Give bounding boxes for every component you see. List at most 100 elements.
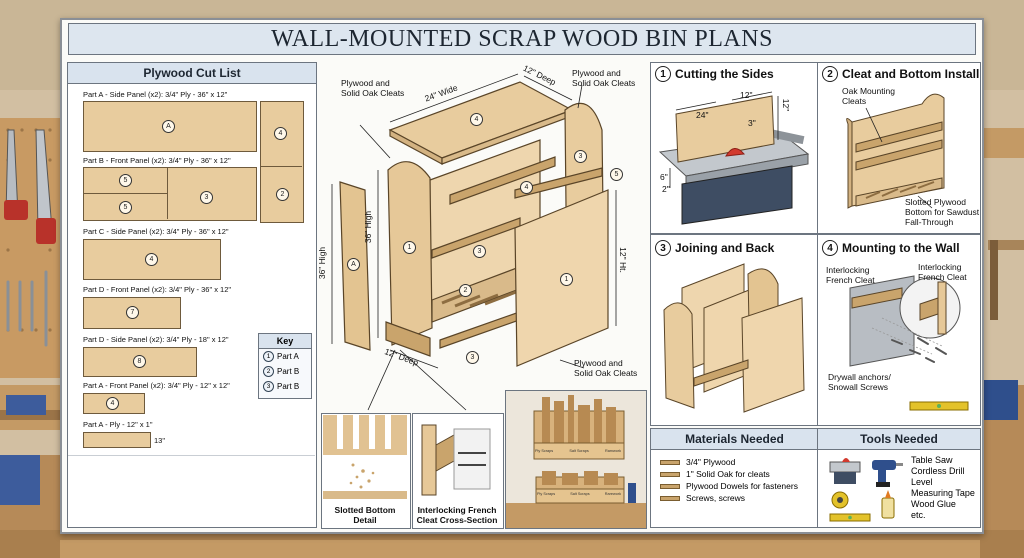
cut-part-dimension: 13" (154, 436, 166, 445)
table-saw-illustration (658, 91, 810, 225)
materials-panel: Materials Needed (650, 428, 819, 528)
key-number: 1 (263, 351, 274, 362)
exploded-mark: 1 (560, 273, 573, 286)
exploded-mark: 3 (574, 150, 587, 163)
step1-dimension: 2" (662, 184, 670, 194)
cut-part-mark: 8 (133, 355, 146, 368)
joining-back-illustration (663, 263, 805, 413)
oak-cleat (439, 309, 526, 349)
exploded-label-top-left: Plywood and Solid Oak Cleats (341, 78, 405, 98)
cut-side-board (260, 101, 304, 223)
step1-dimension: 12" (740, 90, 753, 100)
material-swatch (660, 495, 680, 501)
exploded-mark: A (347, 258, 360, 271)
materials-title: Materials Needed (685, 432, 784, 446)
cleat-bottom-illustration (846, 93, 945, 209)
material-item: 1" Solid Oak for cleats (660, 469, 770, 479)
cut-part-mark: 5 (119, 174, 132, 187)
bin-label-strip: Ply Scraps Salt Scraps Rarework (537, 492, 621, 496)
cut-side-mark: 2 (276, 188, 289, 201)
step1-dimension: 12" (781, 98, 792, 112)
exploded-mark: 4 (470, 113, 483, 126)
material-label: Plywood Dowels for fasteners (686, 481, 798, 491)
bin-label: Ply Scraps (535, 449, 554, 453)
step-number: 1 (655, 66, 671, 82)
exploded-label-top-right: Plywood and Solid Oak Cleats (572, 68, 636, 88)
cut-part-mark: A (162, 120, 175, 133)
tool-item: Table Saw (911, 455, 953, 465)
step-number: 4 (822, 240, 838, 256)
exploded-mark: 3 (473, 245, 486, 258)
cut-part-mark: 4 (145, 253, 158, 266)
material-label: 1" Solid Oak for cleats (686, 469, 770, 479)
bin-label: Salt Scraps (570, 492, 590, 496)
cut-list-divider (68, 455, 315, 456)
step2-note-bottom: Slotted Plywood Bottom for Sawdust Fall-… (905, 197, 980, 227)
material-item: 3/4" Plywood (660, 457, 735, 467)
cut-part-mark: 5 (119, 201, 132, 214)
cut-part-label: Part D - Side Panel (x2): 3/4" Ply - 18"… (83, 335, 229, 344)
step1-dimension: 6" (660, 172, 668, 182)
step-number: 2 (822, 66, 838, 82)
exploded-label-bottom-right: Plywood and Solid Oak Cleats (574, 358, 638, 378)
bin-label-strip: Ply Scraps Salt Scraps Ramwork (535, 449, 621, 453)
cut-part-label: Part B - Front Panel (x2): 3/4" Ply - 36… (83, 156, 231, 165)
cut-list-header: Plywood Cut List (68, 63, 316, 84)
material-item: Screws, screws (660, 493, 745, 503)
exploded-mark: 5 (610, 168, 623, 181)
tool-item: Level (911, 477, 933, 487)
key-label: Part A (277, 352, 299, 361)
cut-part-mark: 7 (126, 306, 139, 319)
step-title: Cleat and Bottom Install (842, 67, 980, 81)
finished-bin-illustration (506, 391, 646, 528)
slotted-bottom-illustration (323, 415, 407, 499)
tools-list: Table Saw Cordless Drill Level Measuring… (911, 455, 975, 521)
tool-item: Cordless Drill (911, 466, 965, 476)
materials-header: Materials Needed (651, 429, 818, 450)
oak-cleat (514, 167, 603, 199)
step-title: Joining and Back (675, 241, 775, 255)
french-detail-caption: Interlocking French Cleat Cross-Section (416, 505, 498, 525)
step-heading-2: 2 Cleat and Bottom Install (822, 66, 979, 82)
dimension-ht-right: 12" Ht. (617, 247, 628, 273)
cut-side-mark: 4 (274, 127, 287, 140)
key-number: 3 (263, 381, 274, 392)
mounting-illustration (849, 275, 969, 411)
cut-part-mark: 4 (106, 397, 119, 410)
exploded-mark: 1 (403, 241, 416, 254)
material-label: 3/4" Plywood (686, 457, 736, 467)
tool-item: Measuring Tape (911, 488, 975, 498)
cut-part-board (83, 167, 257, 221)
step4-note-anchors: Drywall anchors/ Snowall Screws (828, 372, 891, 392)
table-saw-icon (829, 458, 861, 484)
material-label: Screws, screws (686, 493, 746, 503)
level-icon (829, 513, 871, 522)
step2-note-cleats: Oak Mounting Cleats (842, 86, 895, 106)
cut-part-divider (83, 193, 167, 194)
step4-note-cleat-left: Interlocking French Cleat (826, 265, 875, 285)
cut-part-label: Part A - Side Panel (x2): 3/4" Ply - 36"… (83, 90, 228, 99)
cut-part-label: Part A - Ply - 12" x 1" (83, 420, 153, 429)
slotted-detail-caption: Slotted Bottom Detail (334, 505, 396, 525)
cut-part-label: Part A - Front Panel (x2): 3/4" Ply - 12… (83, 381, 230, 390)
finished-bin-photo (505, 390, 647, 529)
tool-item: Wood Glue (911, 499, 956, 509)
cut-side-divider (260, 166, 302, 167)
exploded-mark: 3 (466, 351, 479, 364)
tool-item: etc. (911, 510, 926, 520)
cut-part-mark: 3 (200, 191, 213, 204)
tools-header: Tools Needed (818, 429, 980, 450)
wood-glue-icon (881, 490, 895, 519)
step-title: Mounting to the Wall (842, 241, 960, 255)
cordless-drill-icon (872, 460, 903, 487)
page-title: WALL-MOUNTED SCRAP WOOD BIN PLANS (68, 23, 976, 55)
step-heading-4: 4 Mounting to the Wall (822, 240, 960, 256)
bottom-cleat (385, 321, 431, 357)
cut-list-title: Plywood Cut List (143, 66, 241, 80)
cut-part-label: Part D - Front Panel (x2): 3/4" Ply - 36… (83, 285, 232, 294)
